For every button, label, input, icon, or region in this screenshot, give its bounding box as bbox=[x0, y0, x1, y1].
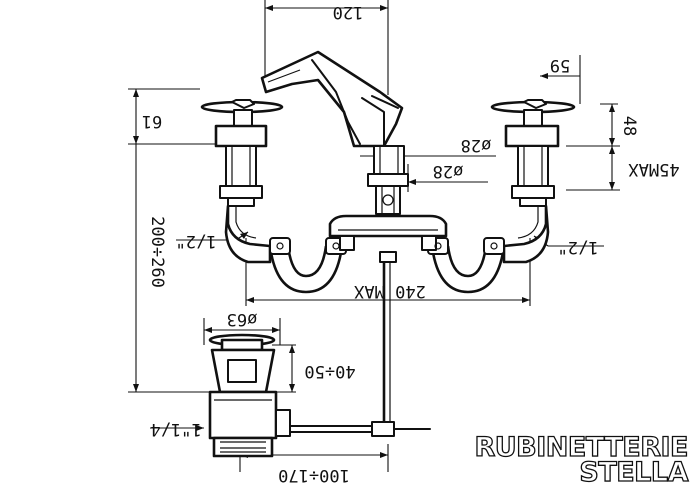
dimension-labels: 120 59 48 61 45MAX ø28 ø28 200÷260 1/2" … bbox=[142, 2, 680, 485]
dim-spread-max: 240 MAX bbox=[353, 281, 425, 301]
dim-waste-height: 40÷50 bbox=[304, 361, 355, 381]
dim-handle-offset: 59 bbox=[550, 55, 570, 75]
dim-shank-diameter: ø28 bbox=[433, 161, 464, 181]
dim-shank-max: 45MAX bbox=[628, 159, 680, 179]
dim-waste-diameter: ø63 bbox=[227, 309, 258, 329]
dim-waste-thread: 1"1/4 bbox=[150, 419, 201, 439]
brand-line-2: STELLA bbox=[579, 457, 689, 488]
dim-handle-height-left: 61 bbox=[142, 111, 162, 131]
dim-top-width: 120 bbox=[333, 2, 364, 22]
central-spout bbox=[260, 50, 409, 215]
dimension-arrows bbox=[133, 5, 615, 458]
dim-thread-right: 1/2" bbox=[558, 237, 599, 257]
pop-up-waste bbox=[208, 333, 431, 458]
right-handle-valve bbox=[490, 99, 576, 264]
left-handle-valve bbox=[200, 99, 284, 264]
dim-spout-diameter: ø28 bbox=[461, 135, 492, 155]
dim-thread-left: 1/2" bbox=[176, 231, 217, 251]
connection-bridge bbox=[268, 214, 506, 430]
brand-line-1: RUBINETTERIE bbox=[474, 432, 689, 463]
dim-total-height: 200÷260 bbox=[147, 216, 167, 288]
dimension-lines bbox=[128, 0, 620, 472]
dim-handle-height-right: 48 bbox=[619, 116, 639, 136]
dim-rod-range: 100÷170 bbox=[278, 465, 350, 485]
